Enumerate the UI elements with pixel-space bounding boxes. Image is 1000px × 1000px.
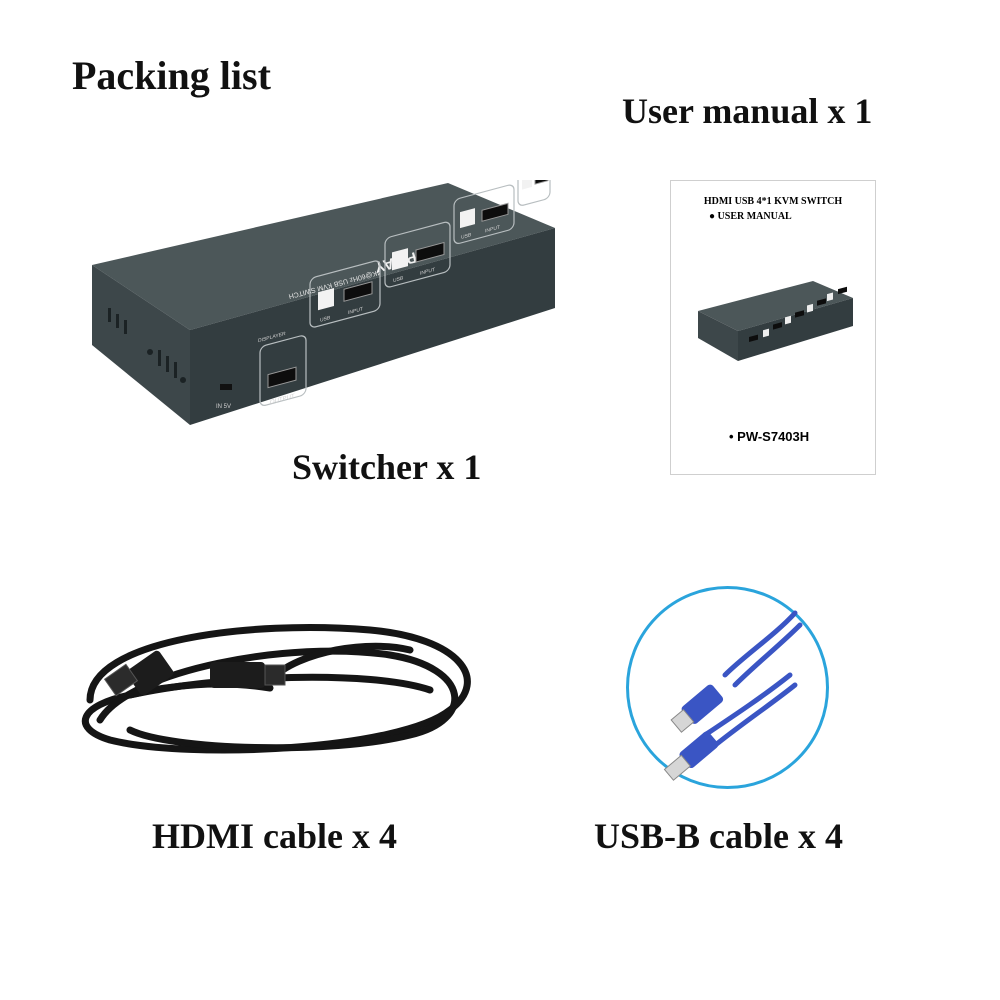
switcher-label: Switcher x 1 [292,447,482,487]
hdmi-cable-image [82,624,471,754]
input-port-label: INPUT [420,267,435,277]
manual-cover-title: HDMI USB 4*1 KVM SWITCH [703,196,843,207]
hdmi-connector [210,662,286,688]
usb-b-port [460,208,475,229]
usb-a-connector [663,731,719,781]
switcher-top [92,183,555,330]
manual-device-image [698,281,853,361]
input-port-label: INPUT [348,306,363,316]
hdmi-connector [103,650,174,697]
hdmi-cable-label: HDMI cable x 4 [152,816,397,856]
hdmi-port [343,281,373,302]
hdmi-port [534,180,549,185]
input-port-label: INPUT [485,225,500,235]
usb-port-label: USB [461,232,472,241]
usb-b-port [318,287,334,311]
usb-b-port [522,180,532,190]
manual-cover-subtitle: ● USER MANUAL [709,211,792,222]
manual-model-number: • PW-S7403H [729,429,810,444]
power-label: IN 5V [216,404,231,410]
usb-port-label: USB [393,275,404,284]
hdmi-port [415,241,445,263]
usb-b-connector [670,684,724,733]
page-title: Packing list [72,53,271,98]
usb-b-port [392,248,408,271]
power-port [220,384,232,390]
kvm-switcher-image: 4K@60Hz USB KVM SWITCH PWAY OUTPUT DISPL… [92,180,555,425]
hdmi-port [481,202,509,222]
switcher-side [92,265,190,425]
user-manual-image: HDMI USB 4*1 KVM SWITCH ● USER MANUAL • … [670,180,876,475]
usb-cable-label: USB-B cable x 4 [594,816,844,856]
usb-b-cable-image [626,586,829,789]
cable-circle [626,586,829,789]
user-manual-label: User manual x 1 [622,91,873,131]
usb-port-label: USB [320,315,331,324]
